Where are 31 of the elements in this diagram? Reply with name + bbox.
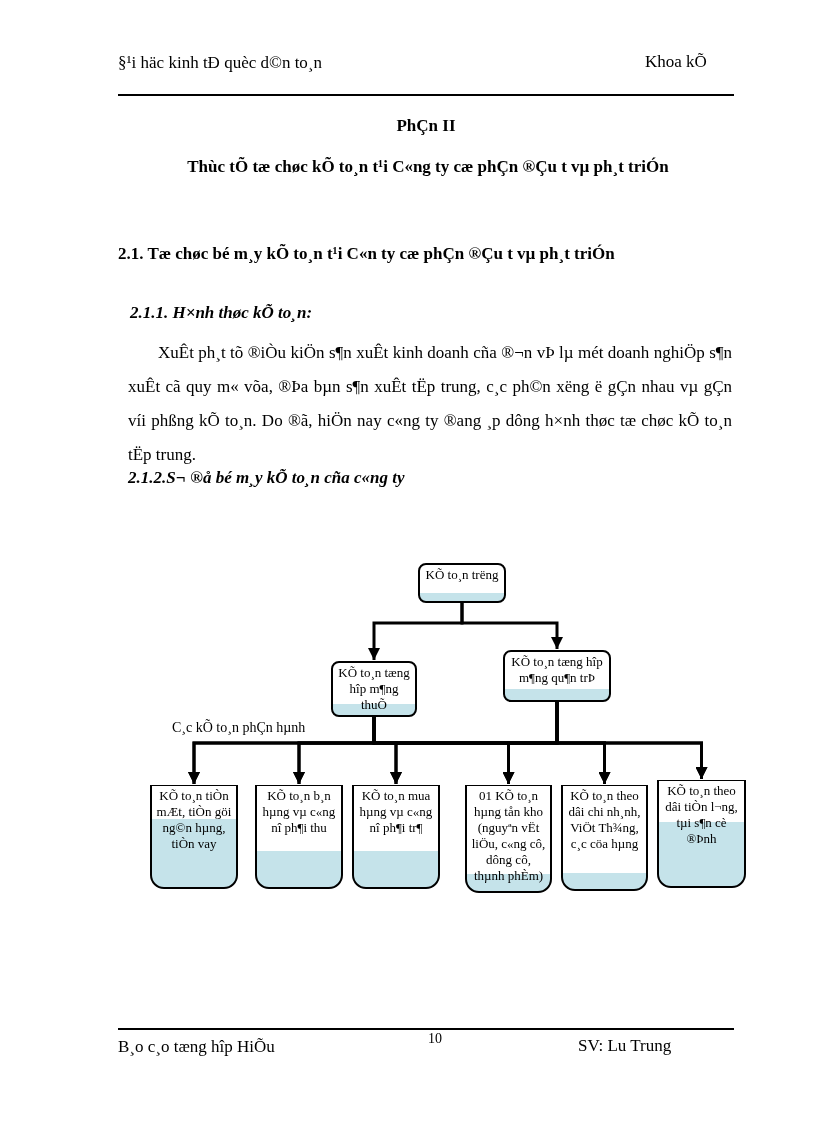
box-label: KÕ to¸n theo dâi chi nh¸nh, ViÖt Th¾ng, c¸c cöa hµng (567, 788, 642, 852)
subsection-heading: 2.1. Tæ chøc bé m¸y kÕ to¸n t¹i C«n ty cæ phÇn ®Çu t vµ ph¸t triÓn (118, 243, 616, 265)
header-text: Khoa kÕ (645, 52, 708, 72)
process-box (503, 650, 611, 702)
department-box (255, 785, 343, 889)
box-label: KÕ to¸n tæng hîp m¶ng thuÕ (337, 665, 411, 713)
section-heading: PhÇn II (395, 116, 457, 136)
section-title: Thùc tÕ tæ chøc kÕ to¸n t¹i C«ng ty cæ phÇn ®Çu t vµ ph¸t triÓn (186, 156, 670, 178)
body-paragraph: XuÊt ph¸t tõ ®iÒu kiÖn s¶n xuÊt kinh doanh cña ®¬n vÞ lµ mét doanh nghiÖp s¶n xuÊt cã quy m« võa, ®Þa bµn s¶n xuÊt tËp trung, c¸c ph©n xëng ë gÇn nhau vµ gÇn víi phßng kÕ to¸n. Do ®ã, hiÖn nay c«ng ty ®ang ¸p dông h×nh thøc tæ chøc kÕ to¸n tËp trung. (128, 342, 732, 466)
department-box (561, 785, 648, 891)
header-text: §¹i häc kinh tÐ quèc d©n to¸n (118, 52, 324, 74)
department-box (150, 785, 238, 889)
department-box (657, 780, 746, 888)
process-box (418, 563, 506, 603)
process-box (331, 661, 417, 717)
box-label: KÕ to¸n theo dâi tiÒn l¬ng, tµi s¶n cè ®Þnh (664, 783, 739, 847)
department-box (352, 785, 440, 889)
footer-text: B¸o c¸o tæng hîp HiÕu (118, 1036, 276, 1058)
box-label: KÕ to¸n tiÒn mÆt, tiÒn göi ng©n hµng, tiÒn vay (155, 788, 233, 852)
subsection-heading: 2.1.2.S¬ ®å bé m¸y kÕ to¸n cña c«ng ty (128, 468, 406, 488)
chart-note: C¸c kÕ to¸n phÇn hµnh (172, 720, 307, 736)
arrow (460, 603, 563, 649)
subsection-heading: 2.1.1. H×nh thøc kÕ to¸n: (130, 303, 314, 323)
box-label: KÕ to¸n trëng (425, 567, 499, 583)
footer-text: SV: Lu Trung (578, 1036, 673, 1056)
page-number: 10 (428, 1031, 443, 1047)
box-label: KÕ to¸n tæng hîp m¶ng qu¶n trÞ (510, 654, 604, 686)
box-label: KÕ to¸n mua hµng vµ c«ng nî ph¶i tr¶ (358, 788, 434, 836)
box-label: KÕ to¸n b¸n hµng vµ c«ng nî ph¶i thu (261, 788, 337, 836)
department-box (465, 785, 552, 893)
box-label: 01 KÕ to¸n hµng tån kho (nguyªn vËt liÖu, c«ng cô, dông cô, thµnh phÈm) (470, 788, 547, 884)
